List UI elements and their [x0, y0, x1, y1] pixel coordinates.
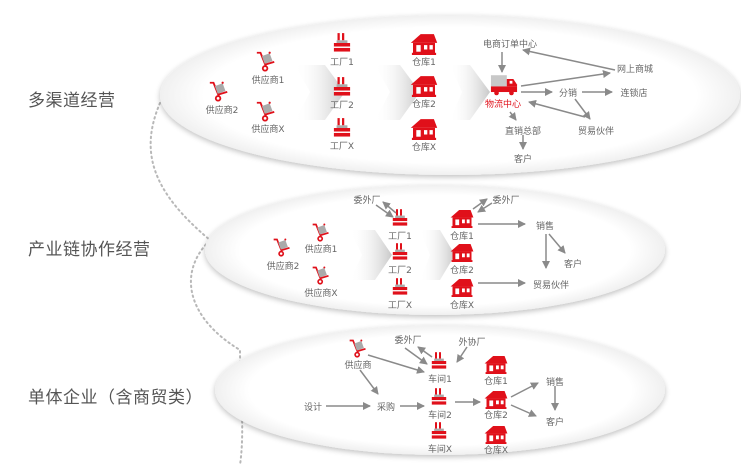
label-supplier-x: 供应商X [304, 289, 338, 299]
label-customer: 客户 [513, 155, 533, 165]
label-logistics-center: 物流中心 [484, 100, 522, 110]
label-supplier-1: 供应商1 [304, 245, 338, 255]
label-factory-1: 工厂1 [388, 232, 412, 242]
label-factory-x: 工厂X [329, 142, 355, 152]
label-cooperation-factory: 外协厂 [458, 338, 486, 348]
flow-arrow-5 [420, 230, 455, 280]
flow-arrow-1 [295, 65, 345, 120]
label-warehouse-x: 仓库X [411, 143, 437, 153]
section-title-multi-channel: 多渠道经营 [28, 91, 116, 111]
label-workshop-1: 车间1 [428, 375, 452, 385]
label-ecommerce-order-center: 电商订单中心 [482, 40, 538, 50]
label-supplier-1: 供应商1 [251, 76, 285, 86]
label-warehouse-1: 仓库1 [450, 232, 474, 242]
flow-arrow-2 [375, 65, 420, 120]
label-workshop-2: 车间2 [428, 411, 452, 421]
label-warehouse-x: 仓库X [449, 301, 475, 311]
label-direct-sales-hq: 直销总部 [504, 127, 542, 137]
label-workshop-x: 车间X [427, 445, 453, 455]
label-supplier-2: 供应商2 [266, 262, 300, 272]
label-warehouse-x: 仓库X [483, 446, 509, 456]
label-factory-2: 工厂2 [330, 101, 354, 111]
flow-arrow-4 [350, 230, 392, 280]
flow-arrow-3 [450, 65, 490, 120]
ellipse-multi-channel [160, 15, 740, 175]
label-customer: 客户 [563, 260, 583, 270]
label-sales: 销售 [545, 378, 565, 388]
label-trade-partner: 贸易伙伴 [577, 127, 615, 137]
label-factory-2: 工厂2 [388, 266, 412, 276]
label-design: 设计 [303, 403, 323, 413]
label-warehouse-1: 仓库1 [484, 377, 508, 387]
label-purchase: 采购 [376, 403, 396, 413]
section-title-single-enterprise: 单体企业（含商贸类） [28, 388, 203, 408]
label-customer: 客户 [545, 418, 565, 428]
label-outsource-factory: 委外厂 [353, 196, 381, 206]
label-supplier-x: 供应商X [251, 125, 285, 135]
section-title-industry-chain: 产业链协作经营 [28, 240, 151, 260]
label-distribution: 分销 [558, 89, 578, 99]
label-warehouse-2: 仓库2 [450, 266, 474, 276]
label-online-mall: 网上商城 [616, 65, 654, 75]
label-factory-1: 工厂1 [330, 58, 354, 68]
label-warehouse-2: 仓库2 [412, 100, 436, 110]
label-supplier: 供应商 [344, 361, 372, 371]
label-trade-partner: 贸易伙伴 [532, 281, 570, 291]
label-chain-store: 连锁店 [620, 89, 648, 99]
label-warehouse-1: 仓库1 [412, 58, 436, 68]
label-outsource-factory: 委外厂 [394, 336, 422, 346]
label-sales: 销售 [535, 222, 555, 232]
label-supplier-2: 供应商2 [205, 106, 239, 116]
label-warehouse-2: 仓库2 [484, 411, 508, 421]
label-outsource-factory: 委外厂 [492, 196, 520, 206]
label-factory-x: 工厂X [387, 301, 413, 311]
